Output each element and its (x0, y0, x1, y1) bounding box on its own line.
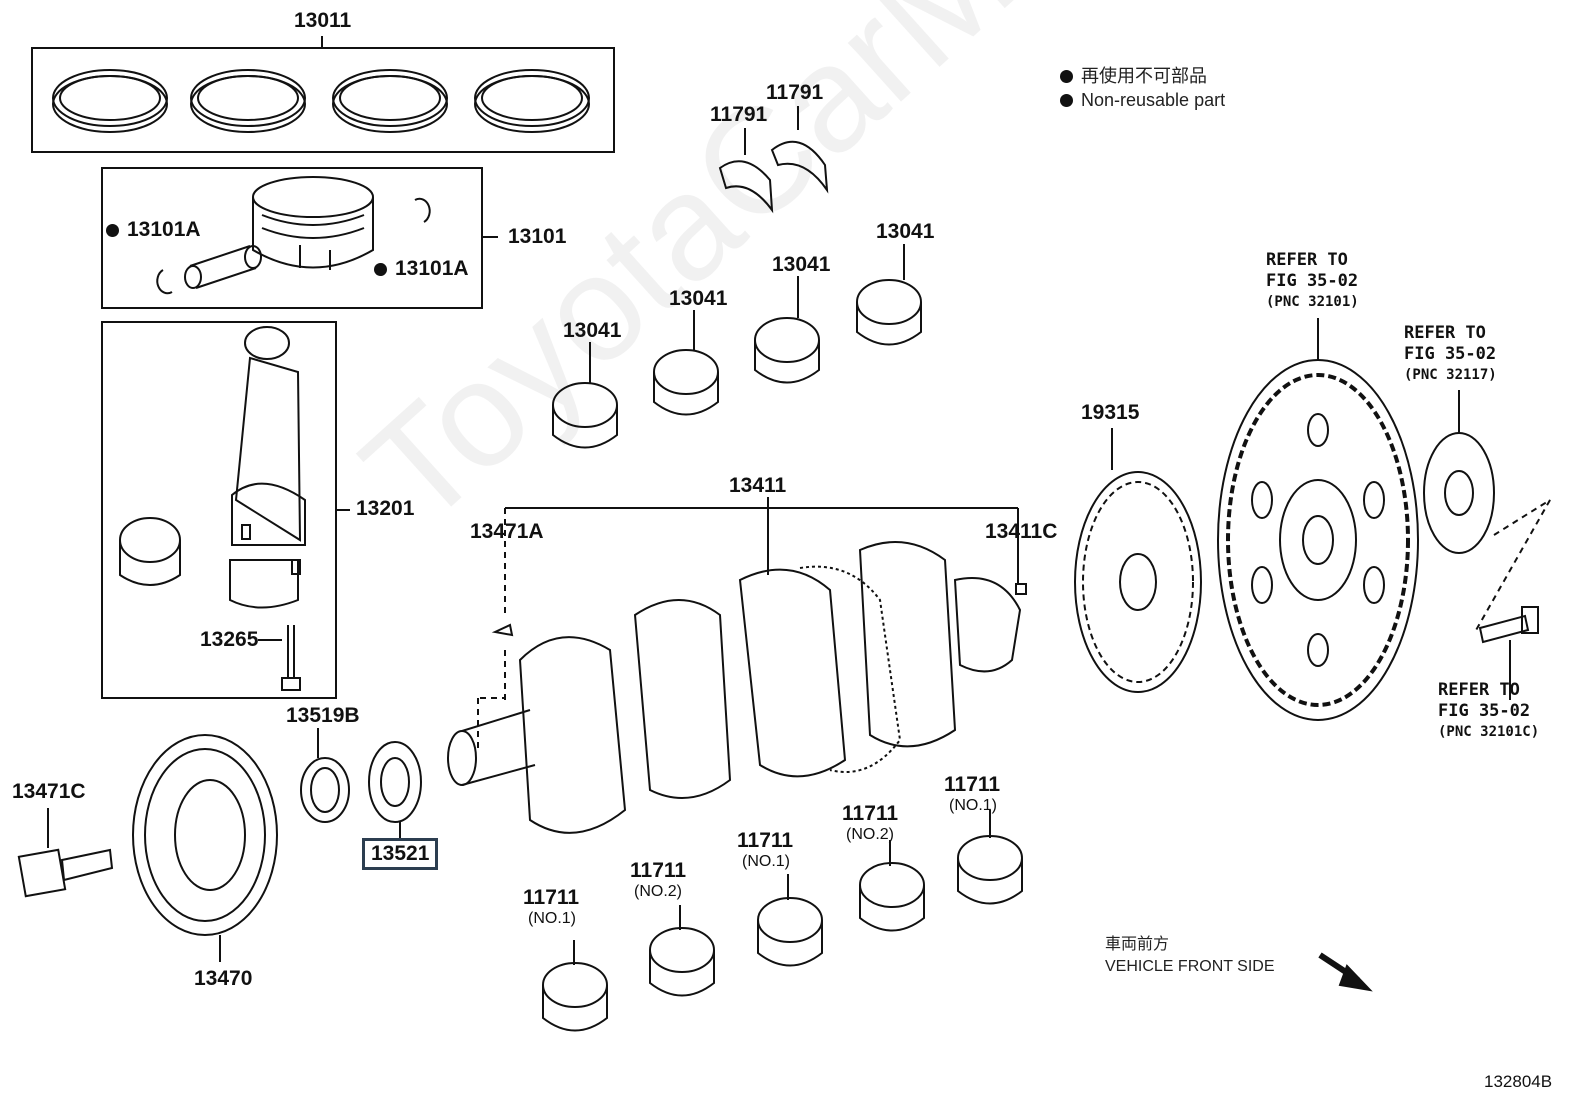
drive-plate (1074, 428, 1202, 693)
legend-line-jp: 再使用不可部品 (1060, 64, 1225, 88)
part-label-13101[interactable]: 13101 (508, 225, 567, 248)
ref-pnc: (PNC 32117) (1404, 367, 1497, 383)
ref-line: FIG 35-02 (1266, 271, 1359, 291)
non-reusable-dot-icon (1060, 70, 1073, 83)
part-label-11711-3[interactable]: 11711 (737, 829, 794, 852)
legend-text-jp: 再使用不可部品 (1081, 66, 1207, 86)
part-label-13041-c[interactable]: 13041 (772, 253, 831, 276)
non-reusable-dot-icon (1060, 94, 1073, 107)
non-reusable-dot-icon (374, 263, 387, 276)
part-label-13011[interactable]: 13011 (294, 9, 352, 32)
ref-pnc: (PNC 32101) (1266, 294, 1359, 310)
part-label-13041-d[interactable]: 13041 (876, 220, 935, 243)
bearing-no-label: (NO.1) (528, 910, 576, 927)
part-label-13041-a[interactable]: 13041 (563, 319, 622, 342)
part-label-13041-b[interactable]: 13041 (669, 287, 728, 310)
refer-to-fig-32117[interactable]: REFER TO FIG 35-02 (PNC 32117) (1404, 323, 1497, 386)
part-label-19315[interactable]: 19315 (1081, 401, 1140, 424)
bearing-no-label: (NO.1) (949, 797, 997, 814)
front-side-jp: 車両前方 (1105, 936, 1170, 953)
part-label-13411c[interactable]: 13411C (985, 520, 1058, 543)
bearing-no-label: (NO.2) (846, 826, 894, 843)
part-label-13101a-right[interactable]: 13101A (374, 257, 469, 281)
part-label-13471c[interactable]: 13471C (12, 780, 86, 803)
part-label-13411[interactable]: 13411 (729, 474, 787, 497)
connecting-rod-box (101, 321, 350, 699)
piston-box (101, 167, 498, 309)
refer-to-fig-32101c[interactable]: REFER TO FIG 35-02 (PNC 32101C) (1438, 680, 1539, 743)
part-label-13521[interactable]: 13521 (362, 838, 439, 870)
vehicle-front-side: 車両前方 VEHICLE FRONT SIDE (1105, 934, 1275, 978)
part-label-13101a-left-text: 13101A (127, 218, 201, 241)
ref-line: FIG 35-02 (1438, 701, 1531, 721)
part-label-11791-a[interactable]: 11791 (710, 103, 768, 126)
ref-pnc: (PNC 32101C) (1438, 724, 1540, 740)
flywheel-shim (1423, 390, 1551, 633)
ref-line: REFER TO (1266, 250, 1348, 270)
piston-ring-set-box (31, 36, 615, 153)
part-label-11711-4[interactable]: 11711 (842, 802, 899, 825)
diagram-id: 132804B (1484, 1072, 1553, 1091)
legend-text-en: Non-reusable part (1081, 90, 1226, 110)
flywheel-bolt (1478, 606, 1539, 700)
bearing-no-label: (NO.1) (742, 853, 790, 870)
part-label-13201[interactable]: 13201 (356, 497, 415, 520)
part-label-13101a-right-text: 13101A (395, 257, 469, 280)
part-label-13519b[interactable]: 13519B (286, 704, 360, 727)
part-label-11791-b[interactable]: 11791 (766, 81, 824, 104)
part-label-11711-1[interactable]: 11711 (523, 886, 580, 909)
part-label-13101a-left[interactable]: 13101A (106, 218, 201, 242)
legend-line-en: Non-reusable part (1060, 88, 1225, 112)
part-label-13265[interactable]: 13265 (200, 628, 259, 651)
part-label-13470[interactable]: 13470 (194, 967, 253, 990)
part-label-11711-5[interactable]: 11711 (944, 773, 1001, 796)
part-label-11711-2[interactable]: 11711 (630, 859, 687, 882)
non-reusable-dot-icon (106, 224, 119, 237)
ref-line: REFER TO (1404, 323, 1486, 343)
crankshaft (447, 497, 1027, 834)
legend: 再使用不可部品 Non-reusable part (1060, 64, 1225, 112)
timing-sprockets (300, 728, 422, 838)
part-label-13471a[interactable]: 13471A (470, 520, 544, 543)
front-side-arrow-shape (1318, 952, 1373, 992)
refer-to-fig-32101[interactable]: REFER TO FIG 35-02 (PNC 32101) (1266, 250, 1359, 313)
lower-bearings (542, 810, 1023, 1032)
crank-pulley (17, 734, 278, 962)
front-side-en: VEHICLE FRONT SIDE (1105, 958, 1275, 975)
flywheel-ring-gear (1217, 318, 1419, 721)
ref-line: REFER TO (1438, 680, 1520, 700)
thrust-washers (718, 106, 829, 214)
bearing-no-label: (NO.2) (634, 883, 682, 900)
ref-line: FIG 35-02 (1404, 344, 1497, 364)
upper-bearings (552, 244, 922, 449)
